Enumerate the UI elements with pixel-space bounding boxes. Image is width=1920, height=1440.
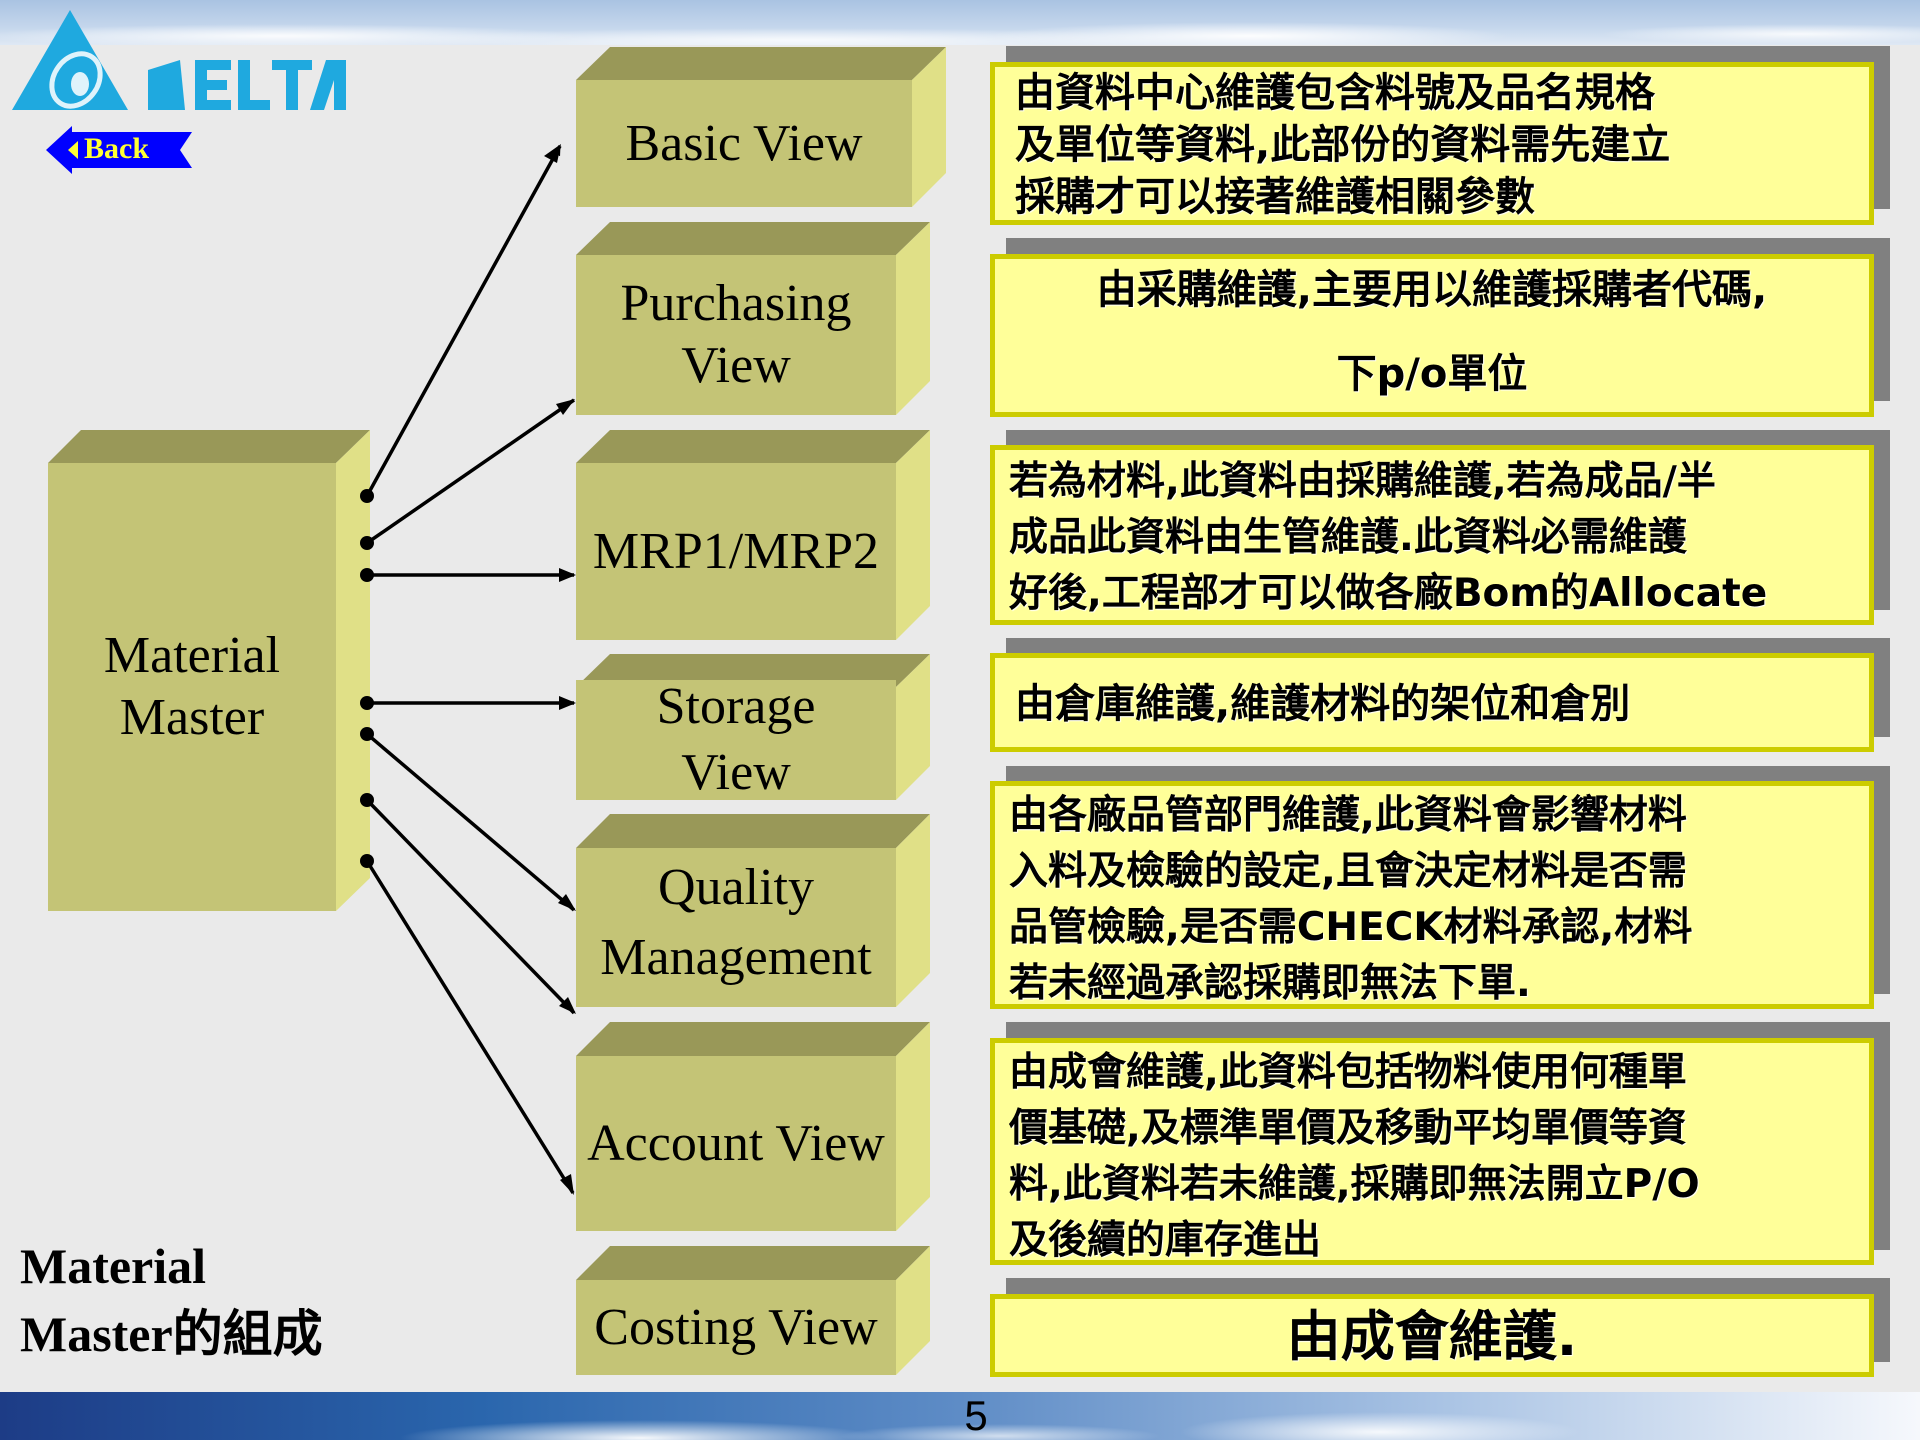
view-label: Storage View xyxy=(576,678,896,801)
slide-title: Material Master的組成 xyxy=(20,1238,323,1362)
delta-triangle-icon xyxy=(12,10,346,110)
view-label: Account View xyxy=(576,1056,896,1231)
note-text: 由采購維護,主要用以維護採購者代碼, 下p/o單位 xyxy=(990,254,1874,417)
view-box-storage: Storage View xyxy=(576,654,930,801)
note-text: 若為材料,此資料由採購維護,若為成品/半 成品此資料由生管維護.此資料必需維護 … xyxy=(990,445,1874,625)
arrow-to-account xyxy=(365,798,576,1015)
back-arrow-icon xyxy=(46,126,192,174)
note-text: 由成會維護,此資料包括物料使用何種單 價基礎,及標準單價及移動平均單價等資 料,… xyxy=(990,1038,1874,1265)
delta-logo xyxy=(10,10,350,120)
note-text: 由各廠品管部門維護,此資料會影響材料 入料及檢驗的設定,且會決定材料是否需 品管… xyxy=(990,781,1874,1009)
back-button[interactable]: Back xyxy=(46,126,192,174)
arrow-to-basic xyxy=(365,145,562,497)
arrowheads xyxy=(544,144,576,1195)
view-label: Purchasing View xyxy=(576,255,896,415)
arrow-to-costing xyxy=(365,860,575,1194)
back-label: Back xyxy=(84,132,150,165)
view-label: Basic View xyxy=(576,80,912,207)
view-box-basic: Basic View xyxy=(576,47,946,207)
view-box-quality: Quality Management xyxy=(576,814,930,1007)
view-box-purchasing: Purchasing View xyxy=(576,222,930,415)
page-number: 5 xyxy=(964,1392,988,1439)
view-label: Costing View xyxy=(576,1280,896,1375)
view-label: MRP1/MRP2 xyxy=(576,463,896,640)
view-box-account: Account View xyxy=(576,1022,930,1231)
view-label: Quality Management xyxy=(576,848,896,998)
note-text: 由資料中心維護包含料號及品名規格 及單位等資料,此部份的資料需先建立 採購才可以… xyxy=(990,62,1874,225)
note-text: 由成會維護. xyxy=(990,1294,1874,1377)
view-box-costing: Costing View xyxy=(576,1246,930,1375)
material-master-label: Material Master xyxy=(48,463,336,911)
arrow-to-quality xyxy=(365,732,576,912)
note-text: 由倉庫維護,維護材料的架位和倉別 xyxy=(990,653,1874,752)
arrow-to-purchasing xyxy=(366,398,575,545)
material-master-box: Material Master xyxy=(48,430,370,911)
header-sky-banner xyxy=(0,0,1920,45)
view-box-mrp: MRP1/MRP2 xyxy=(576,430,930,640)
footer-sky-banner xyxy=(0,1392,1920,1440)
